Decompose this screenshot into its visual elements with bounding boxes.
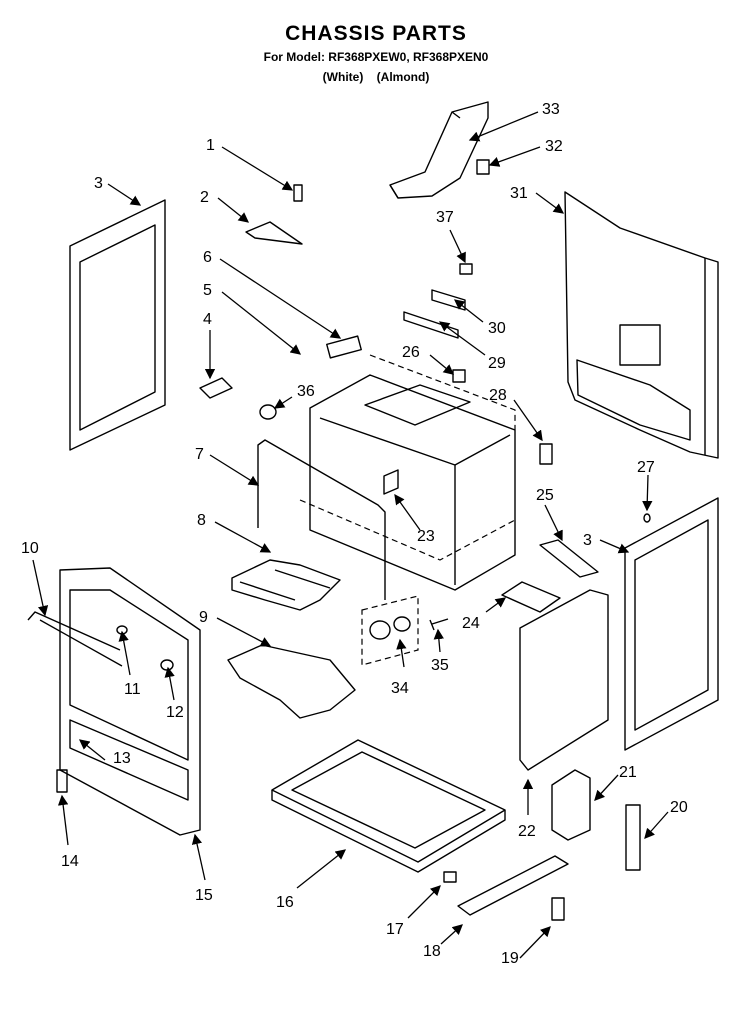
part-18-rail bbox=[457, 855, 569, 916]
part-22-shield bbox=[519, 589, 609, 771]
part-17-clip bbox=[443, 871, 457, 883]
callout-10: 10 bbox=[21, 540, 39, 557]
callout-13: 13 bbox=[113, 750, 131, 767]
part-32-clip bbox=[476, 159, 490, 175]
part-10-seal bbox=[27, 611, 121, 651]
part-2-bracket bbox=[245, 221, 303, 245]
callout-32: 32 bbox=[545, 138, 563, 155]
callout-22: 22 bbox=[518, 823, 536, 840]
callout-23: 23 bbox=[417, 528, 435, 545]
color-variants: (White) (Almond) bbox=[0, 70, 752, 84]
callout-15: 15 bbox=[195, 887, 213, 904]
part-23-fitting bbox=[383, 469, 399, 495]
callout-labels: 1 2 3 4 5 6 7 8 9 10 11 12 13 14 15 16 1… bbox=[21, 101, 688, 967]
callout-30: 30 bbox=[488, 320, 506, 337]
part-9-broil-element bbox=[227, 644, 356, 719]
part-34-burner-fitting bbox=[361, 595, 419, 666]
callout-14: 14 bbox=[61, 853, 79, 870]
part-31-rear-panel bbox=[564, 191, 719, 459]
callout-21: 21 bbox=[619, 764, 637, 781]
part-35-bolt bbox=[429, 618, 449, 631]
part-19-leveling-leg bbox=[551, 897, 565, 921]
part-16-drawer bbox=[271, 739, 506, 873]
callout-6: 6 bbox=[203, 249, 212, 266]
callout-27: 27 bbox=[637, 459, 655, 476]
part-6-switch bbox=[326, 335, 362, 359]
callout-9: 9 bbox=[199, 609, 208, 626]
callout-36: 36 bbox=[297, 383, 315, 400]
callout-1: 1 bbox=[206, 137, 215, 154]
callout-31: 31 bbox=[510, 185, 528, 202]
variant-almond: (Almond) bbox=[376, 70, 430, 84]
callout-8: 8 bbox=[197, 512, 206, 529]
callout-17: 17 bbox=[386, 921, 404, 938]
part-12-grommet bbox=[160, 659, 174, 671]
oven-cavity bbox=[299, 354, 516, 591]
callout-24: 24 bbox=[462, 615, 480, 632]
part-8-bake-element bbox=[231, 559, 341, 611]
part-20-plate bbox=[625, 804, 641, 871]
leader-lines bbox=[32, 111, 669, 959]
callout-3-left: 3 bbox=[94, 175, 103, 192]
callout-16: 16 bbox=[276, 894, 294, 911]
part-1-screw bbox=[293, 184, 303, 202]
callout-19: 19 bbox=[501, 950, 519, 967]
part-36-plug bbox=[259, 404, 277, 420]
part-26-fitting bbox=[452, 369, 466, 383]
callout-18: 18 bbox=[423, 943, 441, 960]
callout-11: 11 bbox=[124, 681, 141, 698]
part-27-screw bbox=[643, 513, 651, 523]
part-14-leveler bbox=[56, 769, 68, 793]
part-37-clip bbox=[459, 263, 473, 275]
part-4-bracket bbox=[199, 377, 233, 399]
part-33-vent-duct bbox=[389, 101, 489, 199]
variant-white: (White) bbox=[322, 70, 364, 84]
part-7-rod bbox=[257, 439, 386, 600]
callout-2: 2 bbox=[200, 189, 209, 206]
callout-33: 33 bbox=[542, 101, 560, 118]
callout-26: 26 bbox=[402, 344, 420, 361]
callout-20: 20 bbox=[670, 799, 688, 816]
callout-4: 4 bbox=[203, 311, 212, 328]
callout-29: 29 bbox=[488, 355, 506, 372]
page-title: CHASSIS PARTS bbox=[285, 22, 467, 45]
callout-12: 12 bbox=[166, 704, 184, 721]
part-21-bracket bbox=[551, 769, 591, 841]
callout-37: 37 bbox=[436, 209, 454, 226]
callout-3-right: 3 bbox=[583, 532, 592, 549]
part-30-terminal-block bbox=[431, 289, 466, 311]
callout-5: 5 bbox=[203, 282, 212, 299]
callout-35: 35 bbox=[431, 657, 449, 674]
part-15-front-frame bbox=[59, 567, 201, 836]
part-3-left-side-panel bbox=[69, 199, 166, 451]
part-28-clip bbox=[539, 443, 553, 465]
part-25-bracket bbox=[539, 539, 599, 578]
callout-34: 34 bbox=[391, 680, 409, 697]
callout-7: 7 bbox=[195, 446, 204, 463]
model-line: For Model: RF368PXEW0, RF368PXEN0 bbox=[263, 50, 489, 64]
part-3-right-side-panel bbox=[624, 497, 719, 751]
callout-28: 28 bbox=[489, 387, 507, 404]
part-24-bracket bbox=[501, 581, 561, 613]
part-29-bracket bbox=[403, 311, 459, 339]
callout-25: 25 bbox=[536, 487, 554, 504]
